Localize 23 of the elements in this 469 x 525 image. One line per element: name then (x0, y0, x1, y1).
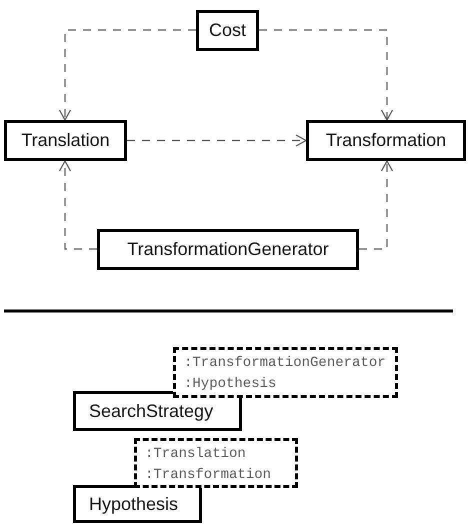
dependency-arrow (127, 134, 307, 147)
class-name: SearchStrategy (89, 400, 214, 422)
class-name: Transformation (326, 130, 446, 151)
template-parameter-box (173, 347, 398, 398)
template-parameter: :Translation (145, 445, 247, 464)
class-box (97, 229, 359, 270)
class-box (73, 391, 242, 431)
class-name: Translation (21, 130, 110, 151)
class-name: Hypothesis (89, 494, 178, 514)
template-parameter-box (134, 438, 298, 488)
class-box (73, 485, 202, 523)
dependency-arrow (259, 29, 394, 121)
class-box (4, 120, 127, 161)
class-box (196, 10, 259, 51)
dependency-arrow (359, 160, 394, 250)
class-box (306, 120, 466, 161)
dependency-arrow (58, 29, 196, 121)
class-name: TransformationGenerator (127, 239, 329, 260)
dependency-arrow (58, 160, 97, 250)
template-parameter: :Transformation (145, 466, 272, 485)
template-parameter: :Hypothesis (184, 375, 278, 394)
class-name: Cost (208, 20, 246, 41)
template-parameter: :TransformationGenerator (184, 354, 387, 373)
